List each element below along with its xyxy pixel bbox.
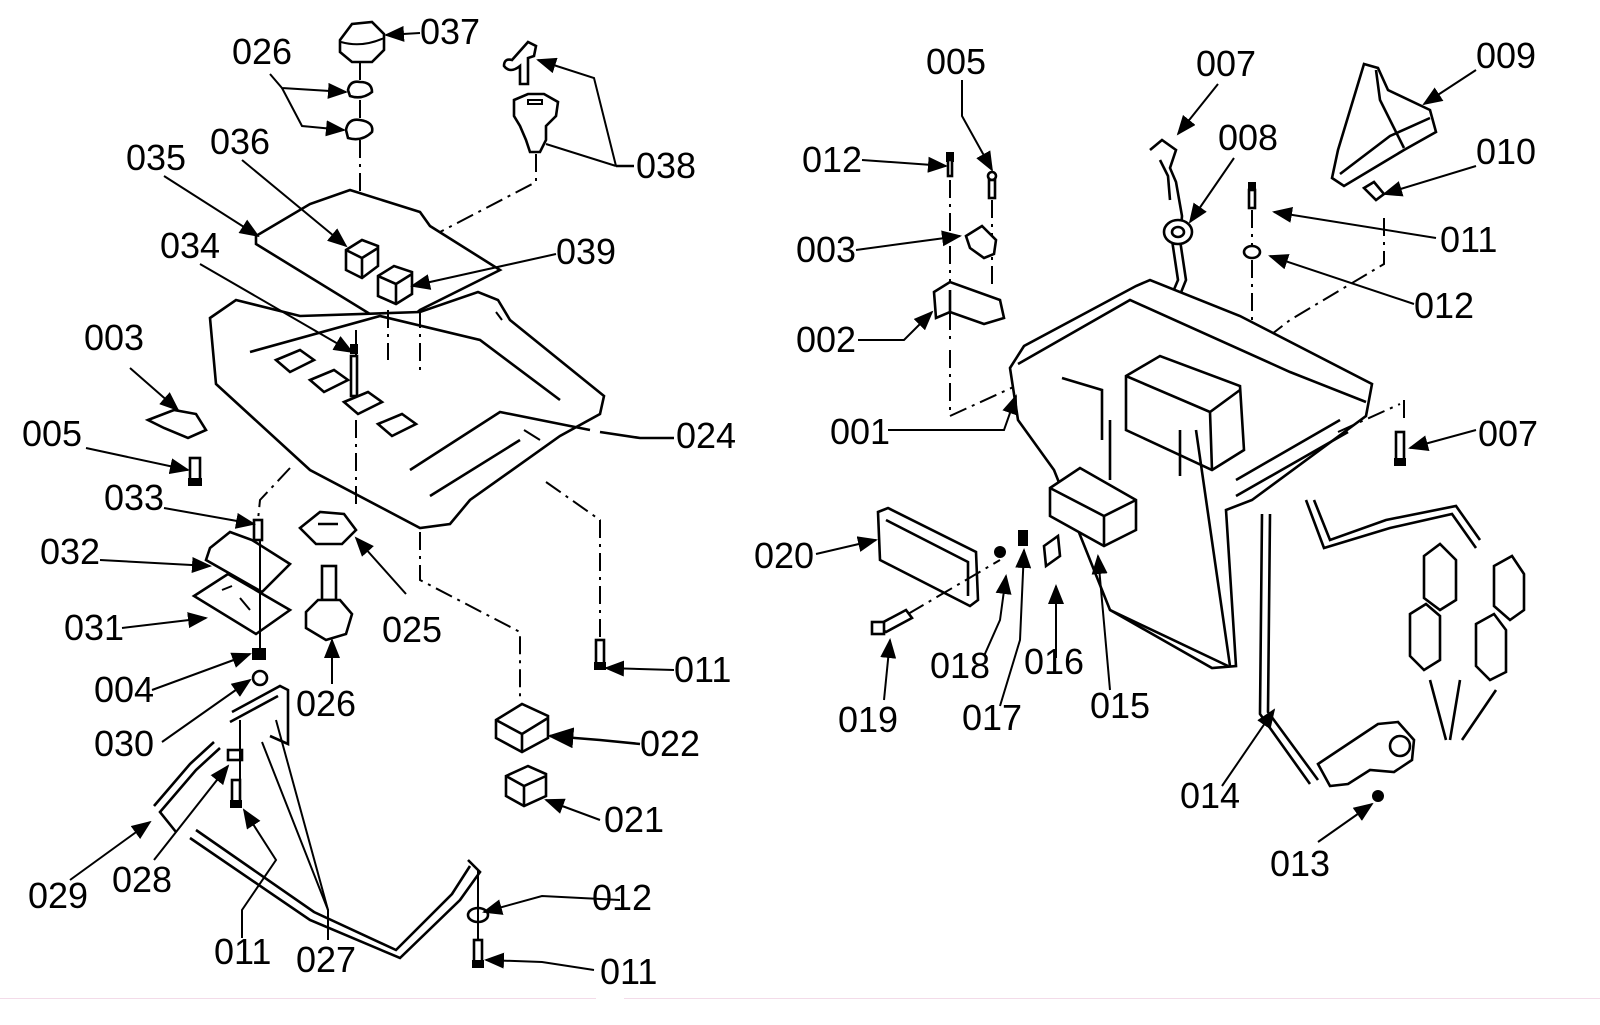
part-screw-011-c (472, 938, 484, 968)
footer-divider-left (0, 998, 596, 999)
callout-010: 010 (1476, 131, 1536, 172)
callout-007-r: 007 (1196, 43, 1256, 84)
callout-032: 032 (40, 531, 100, 572)
part-board-031 (191, 572, 293, 636)
callout-018: 018 (930, 645, 990, 686)
leader-lines-right (815, 69, 1477, 843)
part-sensor (1316, 720, 1416, 788)
part-socket-022 (494, 702, 550, 754)
part-bracket-002 (932, 280, 1006, 326)
part-screw-005 (986, 170, 998, 200)
callout-021: 021 (604, 799, 664, 840)
part-holder-025 (298, 510, 358, 546)
part-cable-014 (1258, 513, 1320, 785)
part-bulb-026 (304, 564, 354, 642)
callout-016: 016 (1024, 641, 1084, 682)
callout-031: 031 (64, 607, 124, 648)
part-screw-034 (349, 344, 359, 398)
callout-036: 036 (210, 121, 270, 162)
part-washer-012 (1242, 244, 1262, 260)
callout-012: 012 (592, 877, 652, 918)
part-screw-011 (1247, 182, 1257, 210)
callout-027: 027 (296, 939, 356, 980)
callout-017: 017 (962, 697, 1022, 738)
callout-003: 003 (84, 317, 144, 358)
part-screw-011-b (594, 638, 606, 670)
left-assembly (69, 20, 675, 971)
callout-039: 039 (556, 231, 616, 272)
part-nut-013 (1372, 790, 1384, 802)
callout-001: 001 (830, 411, 890, 452)
part-cover-009 (1330, 62, 1438, 188)
callout-007-r2: 007 (1478, 413, 1538, 454)
callout-005-r: 005 (926, 41, 986, 82)
part-lock-038 (439, 40, 560, 233)
part-pin-033 (252, 518, 264, 542)
callout-013: 013 (1270, 843, 1330, 884)
callout-022: 022 (640, 723, 700, 764)
part-relay-021 (504, 764, 548, 808)
callout-011-r: 011 (1440, 219, 1497, 260)
callout-020: 020 (754, 535, 814, 576)
part-screw-007 (1394, 430, 1406, 466)
callout-037: 037 (420, 11, 480, 52)
part-screw-005 (188, 456, 202, 486)
callout-038: 038 (636, 145, 696, 186)
part-clip-016 (1042, 533, 1062, 569)
part-harness-connectors (1304, 499, 1526, 741)
callout-015: 015 (1090, 685, 1150, 726)
callout-009: 009 (1476, 35, 1536, 76)
part-nut-004 (252, 648, 266, 660)
callout-025: 025 (382, 609, 442, 650)
part-clip-010 (1361, 180, 1386, 202)
callout-002: 002 (796, 319, 856, 360)
callout-034: 034 (160, 225, 220, 266)
part-console-024 (208, 290, 606, 530)
leader-lines-left (69, 25, 675, 971)
callout-035: 035 (126, 137, 186, 178)
callout-011: 011 (674, 649, 731, 690)
callout-026-bulb: 026 (296, 683, 356, 724)
part-screw-019 (870, 608, 914, 636)
part-lens-020 (876, 506, 980, 608)
callout-012-r2: 012 (1414, 285, 1474, 326)
callout-024: 024 (676, 415, 736, 456)
callout-033: 033 (104, 477, 164, 518)
callout-011-b: 011 (214, 931, 271, 972)
part-clip-003 (964, 224, 998, 260)
part-screw-011-a (230, 778, 242, 808)
callout-003-r: 003 (796, 229, 856, 270)
right-assembly (815, 62, 1526, 843)
part-screw-012 (946, 152, 954, 178)
part-knob-037 (338, 20, 386, 64)
part-bracket-003 (144, 408, 208, 440)
part-clip-026 (344, 80, 374, 141)
callout-014: 014 (1180, 775, 1240, 816)
callout-labels: 037 026 038 035 036 039 034 003 005 024 … (22, 11, 1538, 992)
callout-029: 029 (28, 875, 88, 916)
callout-026: 026 (232, 31, 292, 72)
part-rod-029 (153, 741, 482, 960)
callout-030: 030 (94, 723, 154, 764)
part-socket-015 (1048, 466, 1138, 548)
callout-028: 028 (112, 859, 172, 900)
part-housing-001 (1008, 278, 1374, 670)
part-nut-018 (994, 546, 1006, 558)
callout-004: 004 (94, 669, 154, 710)
part-switch-036 (344, 238, 380, 280)
callout-008: 008 (1218, 117, 1278, 158)
part-grommet-008 (1162, 218, 1194, 246)
part-switch-039 (376, 264, 414, 306)
callout-019: 019 (838, 699, 898, 740)
callout-012-r: 012 (802, 139, 862, 180)
callout-011-c: 011 (600, 951, 657, 992)
part-clip-028 (226, 748, 244, 762)
part-washer-030 (251, 669, 269, 687)
callout-005: 005 (22, 413, 82, 454)
footer-divider-right (624, 998, 1600, 999)
part-nut-017 (1018, 530, 1028, 546)
